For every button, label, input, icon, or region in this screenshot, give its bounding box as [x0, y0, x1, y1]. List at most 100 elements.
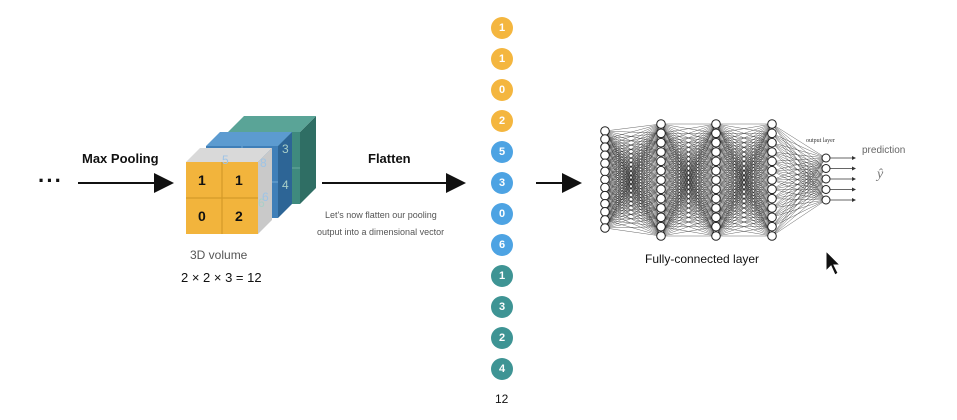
network-edge	[604, 123, 662, 132]
network-edge	[715, 179, 773, 237]
network-edge	[660, 170, 717, 209]
network-edge	[604, 171, 662, 199]
network-edge	[715, 123, 773, 227]
network-edge	[604, 195, 662, 199]
network-edge	[715, 123, 773, 153]
network-edge	[715, 170, 773, 199]
volume-back-value: 4	[282, 178, 289, 192]
network-edge	[604, 130, 662, 134]
network-edge	[715, 142, 773, 190]
network-edge	[771, 168, 827, 218]
network-edge	[715, 198, 773, 209]
network-edge	[771, 157, 827, 218]
network-edge	[660, 217, 717, 237]
hidden-neuron	[767, 184, 777, 195]
network-edge	[771, 123, 827, 190]
volume-front-value: 0	[198, 208, 206, 224]
network-edge	[604, 142, 662, 172]
flatten-description-line2: output into a dimensional vector	[317, 227, 445, 237]
network-edge	[604, 189, 662, 229]
network-edge	[604, 155, 662, 218]
network-edge	[660, 189, 717, 227]
network-edge	[660, 179, 717, 190]
volume-middle-value: 6	[262, 190, 269, 204]
network-edge	[604, 155, 662, 227]
network-edge	[604, 161, 662, 204]
network-edge	[715, 170, 773, 181]
network-edge	[660, 133, 717, 153]
network-edge	[604, 163, 662, 171]
volume-formula: 2 × 2 × 3 = 12	[181, 270, 262, 285]
network-edge	[715, 142, 773, 162]
network-edge	[715, 142, 773, 199]
network-edge	[715, 151, 773, 227]
network-edge	[604, 130, 662, 218]
network-edge	[715, 133, 773, 218]
network-edge	[715, 123, 773, 237]
vector-element: 6	[491, 234, 513, 256]
network-edge	[604, 207, 662, 221]
network-edge	[660, 198, 717, 218]
network-edge	[604, 211, 662, 227]
network-edge	[715, 123, 773, 199]
network-edge	[604, 187, 662, 218]
network-edge	[715, 207, 773, 218]
network-edge	[715, 170, 773, 190]
network-edge	[771, 189, 827, 218]
hidden-neuron	[711, 212, 721, 223]
network-edge	[660, 133, 717, 171]
network-edge	[604, 207, 662, 213]
network-edge	[604, 123, 662, 172]
network-edge	[715, 161, 773, 218]
network-edge	[715, 151, 773, 190]
vector-element: 0	[491, 203, 513, 225]
network-edge	[715, 161, 773, 209]
network-edge	[604, 142, 662, 180]
network-edge	[604, 187, 662, 199]
volume-front-value: 1	[235, 172, 243, 188]
network-edge	[715, 133, 773, 190]
network-edge	[771, 189, 827, 237]
vector-element: 5	[491, 141, 513, 163]
vector-element: 2	[491, 110, 513, 132]
network-edge	[660, 151, 717, 237]
hidden-neuron	[711, 175, 721, 185]
network-edge	[771, 168, 827, 199]
hidden-neuron	[767, 193, 777, 204]
network-edge	[604, 170, 662, 229]
network-edge	[660, 133, 717, 209]
hidden-neuron	[656, 203, 666, 213]
network-edge	[771, 161, 827, 201]
network-edge	[771, 178, 827, 209]
network-edge	[604, 146, 662, 153]
network-edge	[771, 151, 827, 180]
network-edge	[660, 161, 717, 190]
network-edge	[604, 217, 662, 229]
network-edge	[604, 203, 662, 218]
network-edge	[604, 130, 662, 227]
network-edge	[715, 151, 773, 162]
network-edge	[604, 130, 662, 237]
network-edge	[660, 161, 717, 237]
network-edge	[715, 142, 773, 199]
network-edge	[660, 142, 717, 190]
network-edge	[715, 151, 773, 218]
network-edge	[604, 147, 662, 237]
network-edge	[771, 157, 827, 181]
network-edge	[604, 226, 662, 229]
hidden-neuron	[656, 119, 666, 129]
network-edge	[660, 161, 717, 209]
network-edge	[604, 211, 662, 218]
network-edge	[660, 170, 717, 190]
network-edge	[604, 155, 662, 237]
network-edge	[660, 123, 717, 181]
hidden-neuron	[656, 231, 666, 241]
network-edge	[715, 123, 773, 134]
network-edge	[604, 147, 662, 171]
network-edge	[660, 161, 717, 227]
network-edge	[660, 207, 717, 227]
network-edge	[604, 123, 662, 156]
network-edge	[660, 179, 717, 227]
